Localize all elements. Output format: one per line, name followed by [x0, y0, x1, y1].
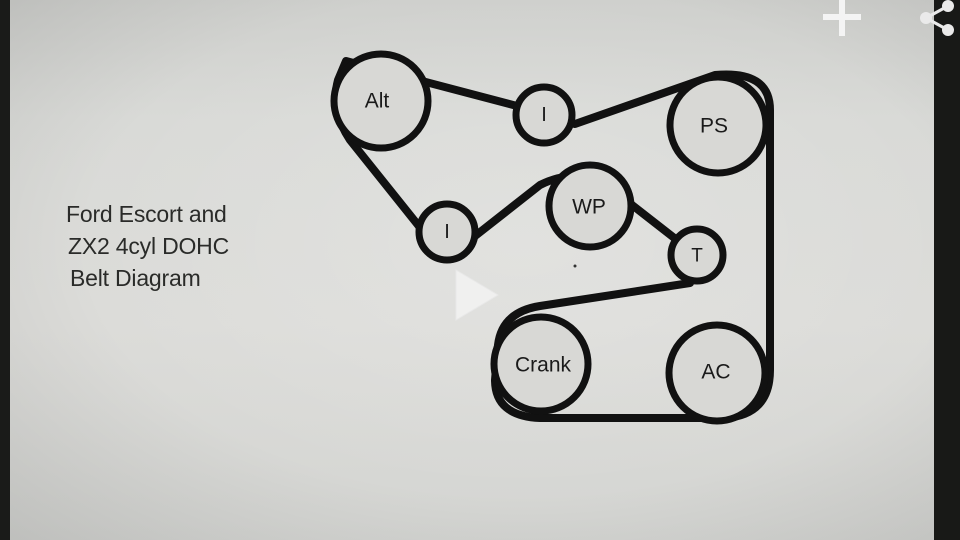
pulley-ac-compressor: AC: [665, 321, 769, 425]
pulley-label-idler-left: I: [444, 221, 450, 243]
pulley-idler-top: I: [512, 83, 576, 147]
pulley-crankshaft: Crank: [490, 313, 592, 415]
screen-bezel-left: [0, 0, 10, 540]
slide-page: [10, 0, 940, 540]
pulley-water-pump: WP: [545, 161, 635, 251]
caption-line-3: Belt Diagram: [70, 265, 201, 291]
caption-line-2: ZX2 4cyl DOHC: [68, 233, 229, 259]
pulley-label-idler-top: I: [541, 104, 547, 126]
pulley-label-ps: PS: [700, 115, 728, 138]
share-icon[interactable]: [918, 0, 958, 40]
screen-bezel-right: [934, 0, 960, 540]
play-icon[interactable]: [452, 268, 502, 324]
pulley-tensioner: T: [667, 225, 727, 285]
pulley-idler-left: I: [415, 200, 479, 264]
pulley-power-steering: PS: [666, 73, 770, 177]
plus-icon[interactable]: [820, 0, 864, 40]
pulley-alternator: Alt: [330, 50, 432, 152]
speck: [573, 264, 577, 268]
caption-line-1: Ford Escort and: [66, 201, 227, 227]
pulley-label-crank: Crank: [515, 354, 572, 377]
diagram-caption: Ford Escort and ZX2 4cyl DOHC Belt Diagr…: [66, 198, 229, 294]
pulley-label-t: T: [691, 246, 703, 267]
pulley-label-ac: AC: [701, 361, 730, 384]
pulley-label-wp: WP: [572, 196, 606, 219]
pulley-label-alt: Alt: [365, 90, 390, 113]
